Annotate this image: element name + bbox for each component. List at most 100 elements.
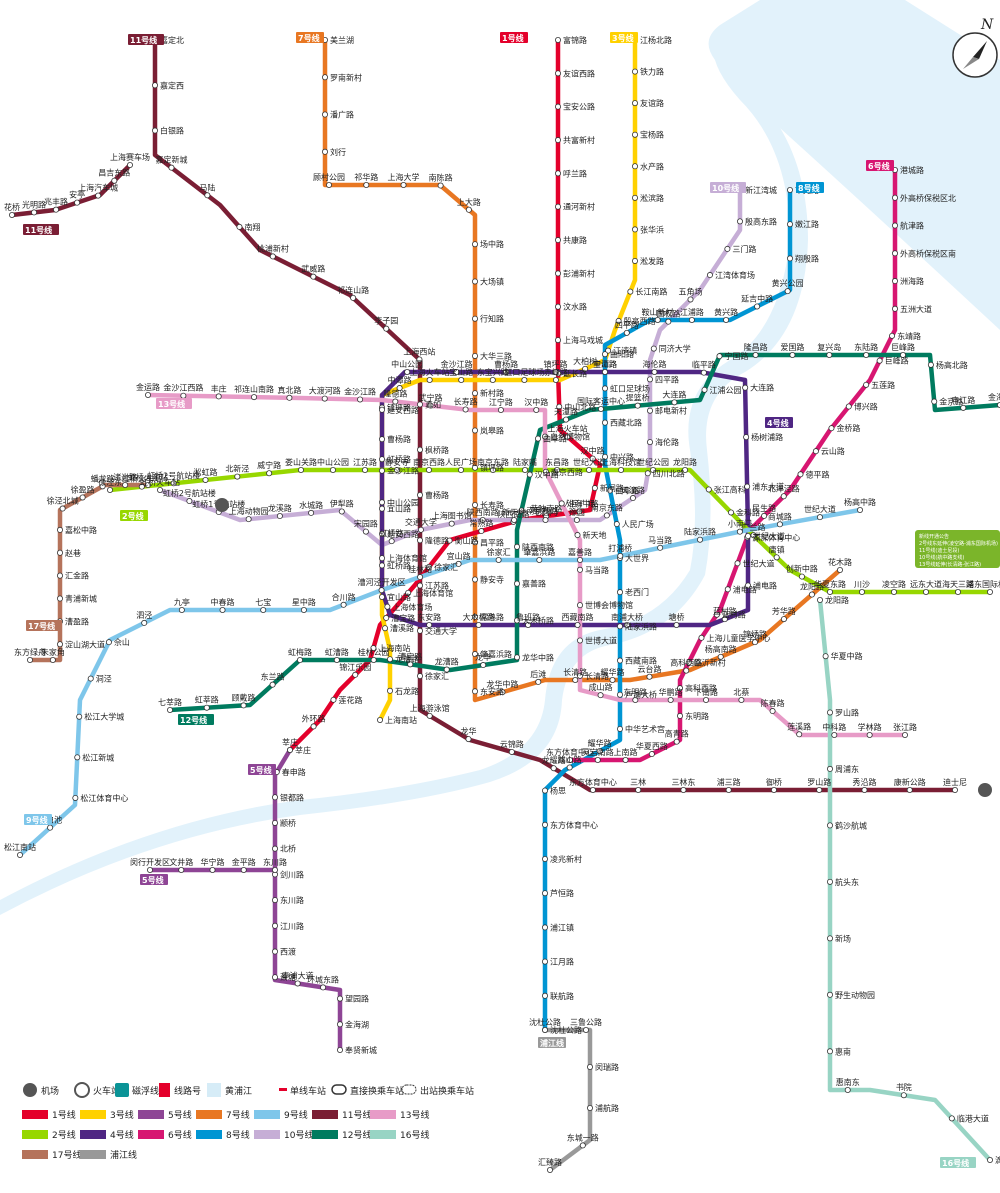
station-label[interactable]: 祁连山南路 xyxy=(234,384,274,394)
station-marker[interactable] xyxy=(383,614,390,621)
station-label[interactable]: 铁力路 xyxy=(640,67,664,77)
station-label[interactable]: 上海汽车城 xyxy=(78,183,118,193)
station-label[interactable]: 蓝村路 xyxy=(722,610,746,620)
station-label[interactable]: 汇金路 xyxy=(65,571,89,581)
station-label[interactable]: 春申路 xyxy=(282,767,306,777)
station-marker[interactable] xyxy=(144,481,151,488)
station-marker[interactable] xyxy=(378,555,385,562)
station-marker[interactable] xyxy=(458,376,465,383)
station-marker[interactable] xyxy=(245,516,252,523)
station-marker[interactable] xyxy=(151,127,158,134)
station-label[interactable]: 闵行开发区 xyxy=(130,857,170,867)
station-label[interactable]: 高科西路 xyxy=(670,658,702,668)
station-label[interactable]: 虹桥2号航站楼 xyxy=(163,488,216,498)
station-marker[interactable] xyxy=(574,622,581,629)
station-marker[interactable] xyxy=(294,980,301,987)
station-marker[interactable] xyxy=(617,623,624,630)
station-label[interactable]: 浦三路 xyxy=(717,777,741,787)
station-marker[interactable] xyxy=(635,787,642,794)
station-label[interactable]: 西渡 xyxy=(280,947,296,957)
station-label[interactable]: 陕西南路 xyxy=(522,542,554,552)
station-label[interactable]: 北洋泾路 xyxy=(768,483,800,493)
station-marker[interactable] xyxy=(525,622,532,629)
station-label[interactable]: 龙阳路 xyxy=(800,582,824,592)
station-label[interactable]: 下南路 xyxy=(694,687,718,697)
station-marker[interactable] xyxy=(725,787,732,794)
station-label[interactable]: 宜山路 xyxy=(387,504,411,514)
station-label[interactable]: 世纪大道 xyxy=(573,457,605,467)
station-label[interactable]: 宝山路 xyxy=(449,367,473,377)
station-label[interactable]: 镇坪路 xyxy=(387,403,411,413)
station-label[interactable]: 虹桥路 xyxy=(387,454,411,464)
station-label[interactable]: 陆家浜路 xyxy=(684,527,716,537)
station-label[interactable]: 浦航路 xyxy=(595,1103,619,1113)
station-label[interactable]: 莲花路 xyxy=(338,695,362,705)
station-label[interactable]: 漕溪路 xyxy=(390,623,414,633)
station-marker[interactable] xyxy=(186,498,193,505)
station-label[interactable]: 上海游泳馆 xyxy=(410,703,450,713)
station-marker[interactable] xyxy=(361,466,368,473)
station-label[interactable]: 黄兴公园 xyxy=(772,278,804,288)
station-marker[interactable] xyxy=(734,560,741,567)
station-marker[interactable] xyxy=(798,573,805,580)
station-marker[interactable] xyxy=(170,480,177,487)
station-label[interactable]: 云锦路 xyxy=(500,739,524,749)
station-label[interactable]: 世纪公园 xyxy=(637,457,669,467)
station-label[interactable]: 北新泾 xyxy=(225,464,249,474)
station-label[interactable]: 张江路 xyxy=(893,722,917,732)
station-marker[interactable] xyxy=(627,288,634,295)
station-marker[interactable] xyxy=(900,351,907,358)
station-label[interactable]: 北蔡 xyxy=(733,687,749,697)
station-label[interactable]: 金运路 xyxy=(136,382,160,392)
station-marker[interactable] xyxy=(900,1092,907,1099)
station-label[interactable]: 国权路 xyxy=(656,309,680,319)
station-label[interactable]: 陈春路 xyxy=(761,698,785,708)
station-label[interactable]: 新村路 xyxy=(480,388,504,398)
station-label[interactable]: 桃浦新村 xyxy=(257,243,289,253)
station-label[interactable]: 陆家嘴 xyxy=(513,457,537,467)
station-marker[interactable] xyxy=(555,137,562,144)
station-label[interactable]: 国际客运中心 xyxy=(577,396,625,406)
station-marker[interactable] xyxy=(455,560,462,567)
station-label[interactable]: 虹梅路 xyxy=(288,647,312,657)
station-label[interactable]: 枫桥路 xyxy=(425,445,449,455)
station-label[interactable]: 殷高西路 xyxy=(624,316,656,326)
station-label[interactable]: 提篮桥 xyxy=(626,393,650,403)
station-marker[interactable] xyxy=(566,764,573,771)
station-marker[interactable] xyxy=(892,250,899,257)
station-marker[interactable] xyxy=(960,404,967,411)
station-label[interactable]: 西藏南路 xyxy=(562,612,594,622)
station-label[interactable]: 南京西路 xyxy=(551,467,583,477)
station-marker[interactable] xyxy=(426,563,433,570)
station-marker[interactable] xyxy=(95,192,102,199)
station-label[interactable]: 东方体育中心 xyxy=(550,820,598,830)
station-marker[interactable] xyxy=(336,1047,343,1054)
station-label[interactable]: 东城一路 xyxy=(567,1132,599,1142)
station-label[interactable]: 真北路 xyxy=(277,385,301,395)
station-marker[interactable] xyxy=(827,878,834,885)
station-label[interactable]: 江苏路 xyxy=(353,457,377,467)
station-label[interactable]: 龙阳路 xyxy=(825,595,849,605)
station-label[interactable]: 宋园路 xyxy=(354,519,378,529)
station-marker[interactable] xyxy=(471,427,478,434)
station-label[interactable]: 漕宝路 xyxy=(391,613,415,623)
station-marker[interactable] xyxy=(471,278,478,285)
station-marker[interactable] xyxy=(797,471,804,478)
station-label[interactable]: 上海儿童医学中心 xyxy=(706,633,770,643)
station-label[interactable]: 芦恒路 xyxy=(550,888,574,898)
station-label[interactable]: 昌吉东路 xyxy=(98,168,130,178)
station-label[interactable]: 宜山路 xyxy=(447,551,471,561)
station-label[interactable]: 浦江镇 xyxy=(550,922,574,932)
station-label[interactable]: 镇坪路 xyxy=(480,463,504,473)
station-marker[interactable] xyxy=(378,499,385,506)
station-marker[interactable] xyxy=(203,704,210,711)
station-label[interactable]: 虹桥路 xyxy=(380,528,404,538)
station-label[interactable]: 源深体育中心 xyxy=(752,532,800,542)
station-label[interactable]: 高科西路 xyxy=(685,683,717,693)
station-label[interactable]: 徐泾东 xyxy=(98,477,122,487)
station-label[interactable]: 龙耀路 xyxy=(542,755,566,765)
station-marker[interactable] xyxy=(416,673,423,680)
station-label[interactable]: 宝安公路 xyxy=(563,102,595,112)
station-label[interactable]: 安亭 xyxy=(69,190,85,200)
station-label[interactable]: 南京东路 xyxy=(591,502,623,512)
